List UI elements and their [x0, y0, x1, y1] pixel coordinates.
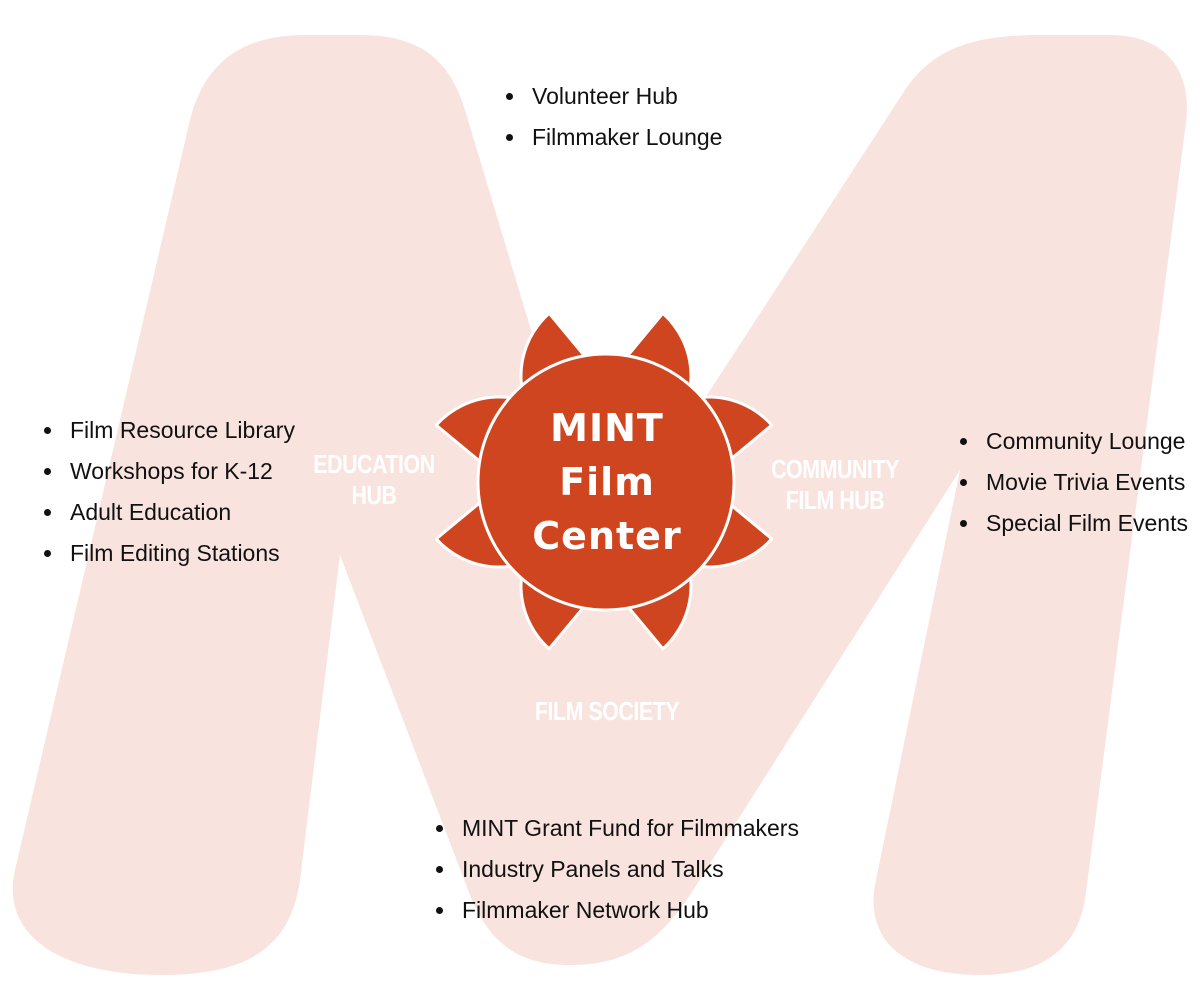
list-item: Film Resource Library — [44, 410, 295, 451]
community-film-hub-list: Community Lounge Movie Trivia Events Spe… — [960, 421, 1188, 544]
center-title-line-3: Center — [532, 514, 682, 558]
list-item: MINT Grant Fund for Filmmakers — [436, 808, 799, 849]
list-item: Volunteer Hub — [506, 76, 722, 117]
list-item: Special Film Events — [960, 503, 1188, 544]
list-item: Film Editing Stations — [44, 533, 295, 574]
list-item: Movie Trivia Events — [960, 462, 1188, 503]
list-item: Workshops for K-12 — [44, 451, 295, 492]
center-title-line-1: MINT — [550, 406, 664, 450]
film-festival-office-list: Volunteer Hub Filmmaker Lounge — [506, 76, 722, 158]
list-item: Adult Education — [44, 492, 295, 533]
list-item: Filmmaker Lounge — [506, 117, 722, 158]
list-item: Community Lounge — [960, 421, 1188, 462]
center-title-line-2: Film — [559, 460, 655, 504]
community-film-hub-label: COMMUNITY FILM HUB — [771, 454, 899, 515]
education-hub-list: Film Resource Library Workshops for K-12… — [44, 410, 295, 574]
center-node — [476, 352, 736, 612]
m-watermark-shape — [12, 35, 1187, 975]
education-hub-label: EDUCATION HUB — [313, 449, 435, 510]
list-item: Industry Panels and Talks — [436, 849, 799, 890]
film-festival-office-label: FILM FESTIVAL OFFICE — [557, 201, 657, 294]
film-society-label: FILM SOCIETY — [534, 695, 680, 726]
film-society-list: MINT Grant Fund for Filmmakers Industry … — [436, 808, 799, 931]
list-item: Filmmaker Network Hub — [436, 890, 799, 931]
center-title: MINT Film Center — [487, 400, 727, 564]
